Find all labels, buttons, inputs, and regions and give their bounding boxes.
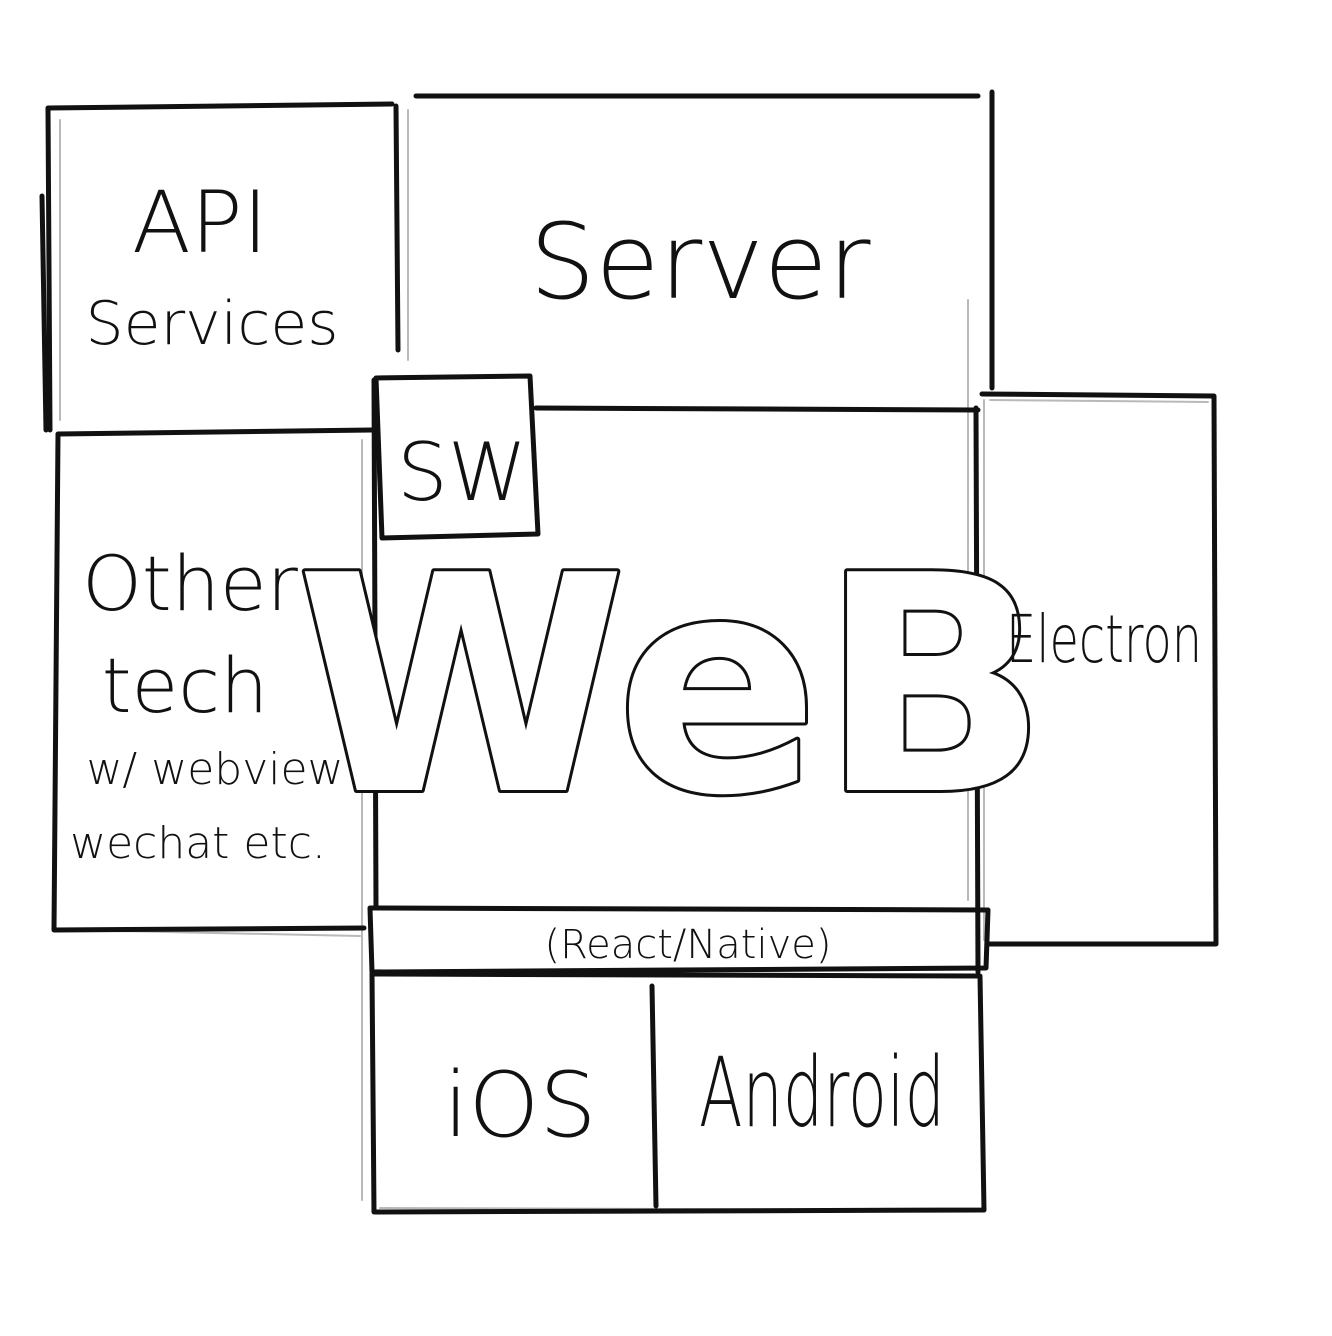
other-tech-label-line2: tech (102, 641, 269, 730)
mobile-divider (649, 983, 659, 1209)
electron-label: Electron (1006, 601, 1202, 678)
server-box (413, 89, 995, 391)
android-label: Android (699, 1037, 945, 1149)
react-native-box (367, 905, 991, 975)
mobile-node: iOS Android (369, 971, 987, 1215)
other-tech-box (51, 427, 375, 933)
electron-box (979, 391, 1219, 947)
ios-label: iOS (444, 1053, 597, 1158)
web-node: WeB (293, 377, 1051, 975)
api-services-label-line1: API (132, 173, 268, 273)
sw-label: SW (397, 426, 527, 519)
api-services-box (39, 101, 401, 433)
web-label: WeB (296, 512, 1048, 861)
api-services-node: API Services (39, 101, 401, 433)
other-tech-node: Other tech w/ webview wechat etc. (51, 427, 375, 933)
react-native-node: (React/Native) (367, 905, 991, 975)
server-node: Server (413, 89, 995, 391)
sw-box (373, 373, 541, 541)
sw-node: SW (373, 373, 541, 541)
other-tech-label-line1: Other (82, 539, 299, 628)
api-services-label-line2: Services (85, 289, 338, 359)
other-tech-label-line3: w/ webview (86, 744, 343, 795)
other-tech-label-line4: wechat etc. (70, 818, 326, 869)
react-native-label: (React/Native) (545, 922, 832, 968)
mobile-box (369, 971, 987, 1215)
electron-node: Electron (979, 391, 1219, 947)
server-label: Server (529, 201, 870, 323)
web-box (371, 377, 981, 975)
